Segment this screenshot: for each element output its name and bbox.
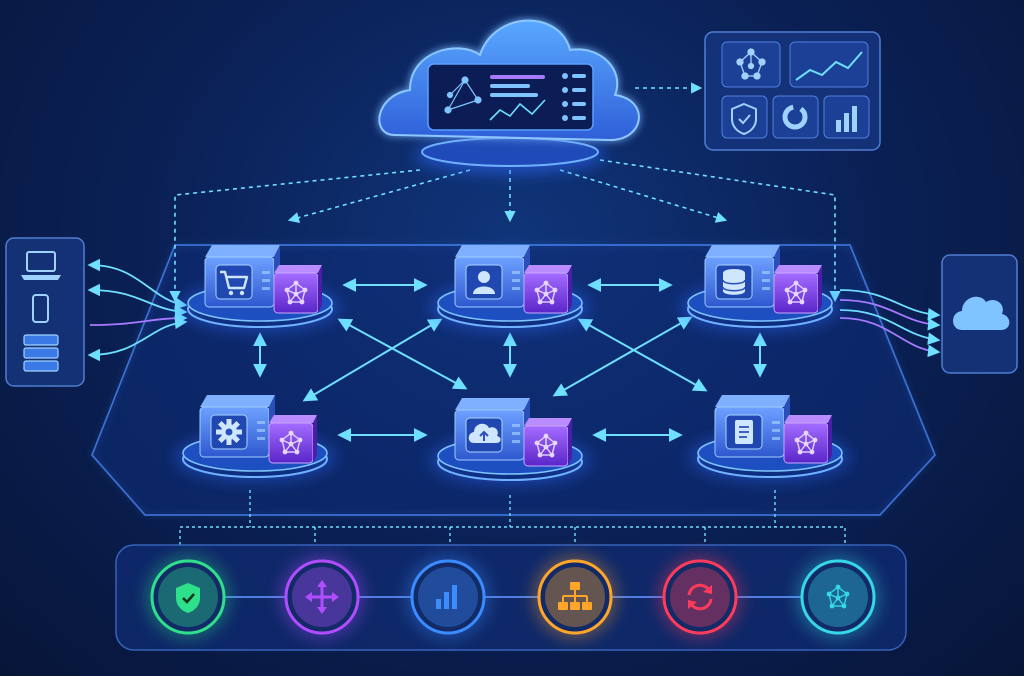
refresh-icon <box>687 583 713 611</box>
document-icon <box>735 420 753 444</box>
network-graph-icon <box>534 433 558 458</box>
network-graph-icon <box>784 280 808 305</box>
client-flows <box>87 258 188 362</box>
bar-chart-icon <box>836 106 857 132</box>
line-chart-icon <box>489 99 546 121</box>
toolbar-bar-chart-button[interactable] <box>406 555 490 639</box>
laptop-icon <box>21 251 61 280</box>
service-flows <box>839 289 941 358</box>
node-connections <box>253 278 767 442</box>
toolbar-shield-check-button[interactable] <box>146 555 230 639</box>
gear-icon <box>216 419 242 445</box>
toolbar-refresh-button[interactable] <box>658 555 742 639</box>
toolbar-move-arrows-button[interactable] <box>280 555 364 639</box>
network-graph-icon <box>794 430 818 455</box>
cloud-dashboard <box>427 63 594 131</box>
network-graph-icon <box>736 48 766 80</box>
cloud-connectors <box>169 82 841 303</box>
network-graph-icon <box>279 430 303 455</box>
user-icon <box>473 271 495 294</box>
toolbar-connectors <box>179 490 846 545</box>
network-graph-icon <box>826 584 850 609</box>
service-node-database[interactable] <box>680 245 840 331</box>
server-icon <box>23 334 59 372</box>
database-icon <box>722 269 746 295</box>
cart-icon <box>220 270 249 296</box>
hierarchy-icon <box>558 582 592 610</box>
move-arrows-icon <box>305 580 339 614</box>
network-graph-icon <box>284 280 308 305</box>
cloud-hub <box>378 19 640 173</box>
service-nodes <box>175 245 850 484</box>
service-node-document[interactable] <box>690 395 850 481</box>
toolbar-hierarchy-button[interactable] <box>533 555 617 639</box>
line-chart-icon <box>795 51 863 81</box>
network-graph-icon <box>444 76 482 114</box>
cloud-icon <box>953 296 1010 330</box>
monitor-panel <box>704 31 881 151</box>
bar-chart-icon <box>436 585 457 609</box>
list-bullets-icon <box>562 73 586 121</box>
toolbar-network-graph-button[interactable] <box>796 555 880 639</box>
service-node-user[interactable] <box>430 245 590 331</box>
bottom-toolbar <box>115 544 907 651</box>
external-service-panel <box>941 254 1018 374</box>
network-graph-icon <box>534 280 558 305</box>
shield-check-icon <box>176 583 200 613</box>
donut-chart-icon <box>782 104 808 130</box>
shield-check-icon <box>731 102 757 136</box>
client-devices-panel <box>5 237 85 387</box>
cloud-upload-icon <box>468 423 501 443</box>
service-node-cloud-upload[interactable] <box>430 398 590 484</box>
bar-list-icon <box>490 75 545 97</box>
phone-icon <box>32 294 49 323</box>
service-node-settings[interactable] <box>175 395 335 481</box>
service-node-cart[interactable] <box>180 245 340 331</box>
